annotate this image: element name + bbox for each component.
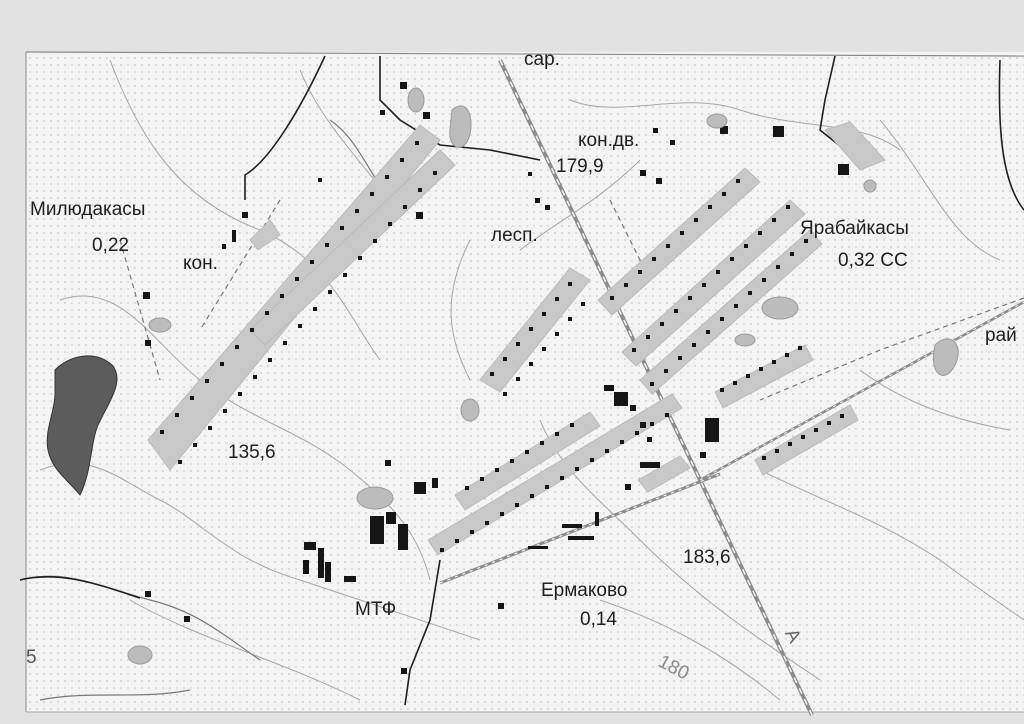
label-ermakovo: Ермаково [541, 580, 628, 601]
street-lots [147, 121, 886, 556]
house-row [160, 141, 419, 434]
street-plot [249, 149, 456, 346]
label-rai: рай [985, 325, 1017, 346]
label-elevation-183: 183,6 [683, 547, 731, 568]
street-plot [479, 267, 591, 393]
house-row [720, 346, 844, 460]
pond [356, 486, 394, 510]
ponds [127, 87, 959, 665]
street-plot [824, 121, 886, 171]
map-frame-top [25, 51, 1024, 57]
street-plot [639, 229, 823, 395]
pond [460, 398, 480, 422]
label-milyudakasy-value: 0,22 [92, 235, 129, 256]
street-plot [637, 455, 691, 493]
street-plot [249, 219, 281, 251]
house-row [178, 171, 437, 464]
street-plot [621, 199, 806, 367]
farm-buildings [303, 512, 599, 582]
pond [933, 338, 959, 376]
street-plot [427, 393, 683, 556]
label-ermakovo-value: 0,14 [580, 609, 617, 630]
forest-area [46, 355, 118, 496]
pond [407, 87, 425, 113]
label-edge-5: 5 [26, 647, 37, 668]
label-kon-dv: кон.дв. [578, 130, 640, 151]
pond [148, 317, 172, 333]
label-elevation-179: 179,9 [556, 156, 604, 177]
house-row [610, 179, 808, 386]
street-plot [597, 167, 761, 316]
pond [761, 296, 799, 320]
house-row [440, 413, 669, 552]
power-line [439, 300, 1024, 585]
label-kon: кон. [183, 253, 218, 274]
label-elevation-135: 135,6 [228, 442, 276, 463]
pond [706, 113, 728, 129]
house-row [490, 282, 585, 396]
pond [127, 645, 153, 665]
pond [734, 333, 756, 347]
label-mtf: МТФ [355, 599, 397, 620]
street-plot [754, 404, 859, 476]
pond [863, 179, 877, 193]
label-milyudakasy: Милюдакасы [30, 199, 146, 220]
house-markers [143, 82, 849, 674]
street-plot [454, 411, 601, 511]
pond [449, 105, 472, 148]
label-yarabaikasy: Ярабайкасы [800, 218, 909, 239]
label-lesp: лесп. [491, 225, 538, 246]
label-sar: сар. [524, 49, 560, 70]
label-yarabaikasy-value: 0,32 СС [838, 250, 908, 271]
